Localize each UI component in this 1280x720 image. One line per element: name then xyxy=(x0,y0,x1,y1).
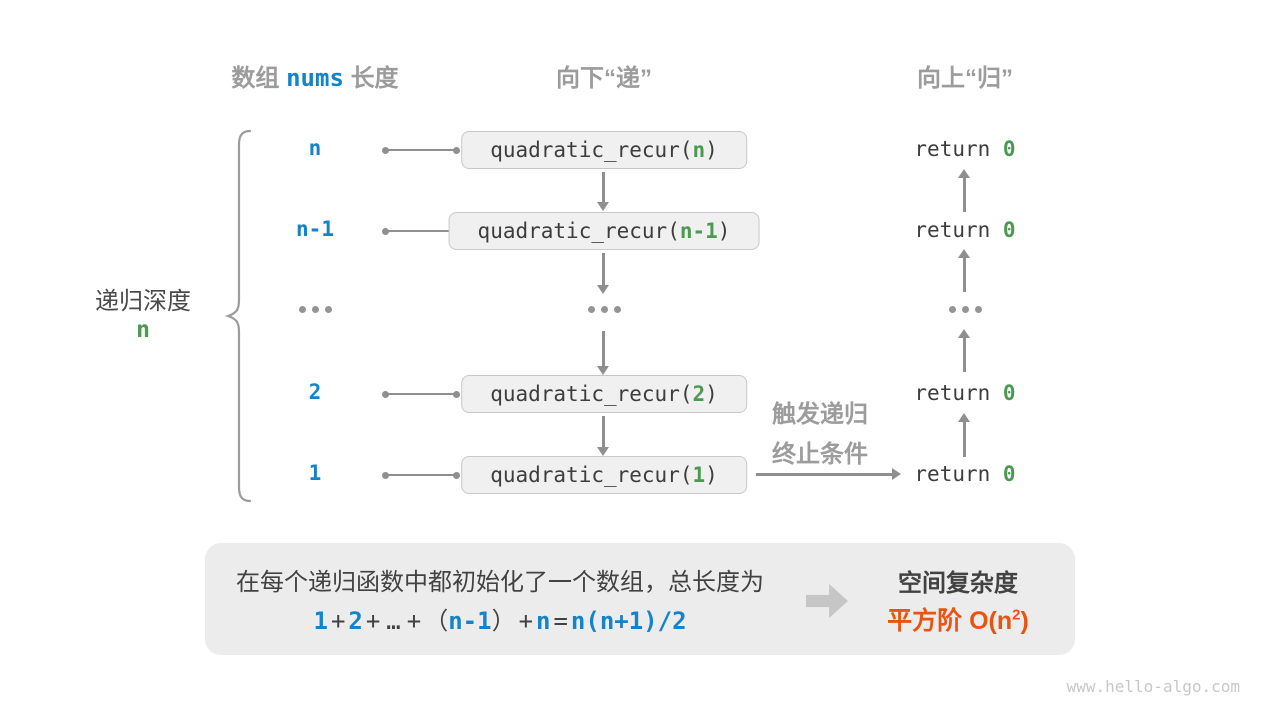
formula-operator: + xyxy=(330,607,346,635)
call-box-1: quadratic_recur(1) xyxy=(461,456,747,494)
return-value: 0 xyxy=(1002,137,1016,161)
recursion-depth-label: 递归深度 xyxy=(95,288,191,315)
watermark: www.hello-algo.com xyxy=(1066,677,1240,696)
space-complexity-title: 空间复杂度 xyxy=(898,570,1018,597)
dot xyxy=(962,306,969,313)
header-array-suffix: 长度 xyxy=(350,65,399,92)
brace-icon xyxy=(224,129,252,503)
call-prefix: quadratic_recur( xyxy=(490,138,693,162)
return-statement: return 0 xyxy=(895,218,1035,242)
dot xyxy=(299,306,306,313)
dot xyxy=(588,306,595,313)
return-keyword: return xyxy=(914,137,991,161)
ellipsis-dots xyxy=(949,306,982,313)
arrow-down-icon xyxy=(597,172,609,211)
ellipsis-dots xyxy=(299,306,332,313)
header-nums-code: nums xyxy=(286,64,344,92)
length-label-n-1: n-1 xyxy=(296,217,334,241)
summary-box xyxy=(205,543,1075,655)
return-value: 0 xyxy=(1002,381,1016,405)
formula-result: n(n+1)/2 xyxy=(570,607,687,635)
dot xyxy=(312,306,319,313)
dot xyxy=(975,306,982,313)
column-header-array-length: 数组 nums 长度 xyxy=(175,58,455,93)
call-suffix: ) xyxy=(705,382,718,406)
length-label-2: 2 xyxy=(308,380,322,404)
arrow-down-icon xyxy=(597,416,609,456)
return-statement: return 0 xyxy=(895,381,1035,405)
call-prefix: quadratic_recur( xyxy=(490,382,693,406)
formula-term: 2 xyxy=(348,607,363,635)
return-value: 0 xyxy=(1002,218,1016,242)
call-prefix: quadratic_recur( xyxy=(477,219,680,243)
formula-operator: + xyxy=(365,607,381,635)
arrow-down-icon xyxy=(597,331,609,375)
call-prefix: quadratic_recur( xyxy=(490,463,693,487)
arrow-right-icon xyxy=(756,468,901,480)
formula-term: n xyxy=(536,607,551,635)
formula-operator: + xyxy=(406,607,422,635)
call-suffix: ) xyxy=(705,138,718,162)
return-statement: return 0 xyxy=(895,462,1035,486)
column-header-return-up: 向上“归” xyxy=(917,65,1013,92)
arrow-down-icon xyxy=(597,253,609,294)
call-arg: 1 xyxy=(692,463,706,487)
connector-line xyxy=(382,227,460,235)
summary-formula: 1+2+…+（n-1）+n=n(n+1)/2 xyxy=(230,601,770,636)
return-statement: return 0 xyxy=(895,137,1035,161)
arrow-up-icon xyxy=(958,169,970,212)
call-box-n-1: quadratic_recur(n-1) xyxy=(448,212,760,250)
connector-line xyxy=(382,390,460,398)
call-suffix: ) xyxy=(705,463,718,487)
formula-term: n-1 xyxy=(448,607,492,635)
return-keyword: return xyxy=(914,218,991,242)
call-arg: n-1 xyxy=(679,219,718,243)
header-array-prefix: 数组 xyxy=(231,65,280,92)
connector-line xyxy=(382,471,460,479)
space-complexity-value: 平方阶 O(n2) xyxy=(852,601,1064,637)
call-suffix: ) xyxy=(717,219,731,243)
call-box-2: quadratic_recur(2) xyxy=(461,375,747,413)
call-arg: n xyxy=(692,138,706,162)
call-box-n: quadratic_recur(n) xyxy=(461,131,747,169)
formula-operator: + xyxy=(518,607,534,635)
formula-paren: ） xyxy=(491,607,516,635)
connector-line xyxy=(382,146,460,154)
formula-ellipsis: … xyxy=(386,607,401,635)
trigger-note-line1: 触发递归 xyxy=(772,401,868,428)
summary-description: 在每个递归函数中都初始化了一个数组，总长度为 xyxy=(236,569,764,596)
formula-paren: （ xyxy=(424,607,449,635)
column-header-recurse-down: 向下“递” xyxy=(556,65,652,92)
formula-operator: = xyxy=(553,607,568,635)
arrow-up-icon xyxy=(958,413,970,457)
trigger-note-line2: 终止条件 xyxy=(772,441,868,468)
return-keyword: return xyxy=(914,381,991,405)
recursion-depth-value: n xyxy=(136,317,150,343)
complexity-exponent: 2 xyxy=(1012,606,1021,624)
return-value: 0 xyxy=(1002,462,1016,486)
dot xyxy=(601,306,608,313)
formula-term: 1 xyxy=(313,607,328,635)
dot xyxy=(614,306,621,313)
arrow-up-icon xyxy=(958,249,970,292)
length-label-n: n xyxy=(308,136,322,160)
call-arg: 2 xyxy=(692,382,706,406)
dot xyxy=(949,306,956,313)
complexity-prefix: 平方阶 O(n xyxy=(887,607,1013,635)
dot xyxy=(325,306,332,313)
ellipsis-dots xyxy=(588,306,621,313)
complexity-suffix: ) xyxy=(1020,607,1029,635)
arrow-up-icon xyxy=(958,329,970,372)
return-keyword: return xyxy=(914,462,991,486)
length-label-1: 1 xyxy=(308,461,322,485)
